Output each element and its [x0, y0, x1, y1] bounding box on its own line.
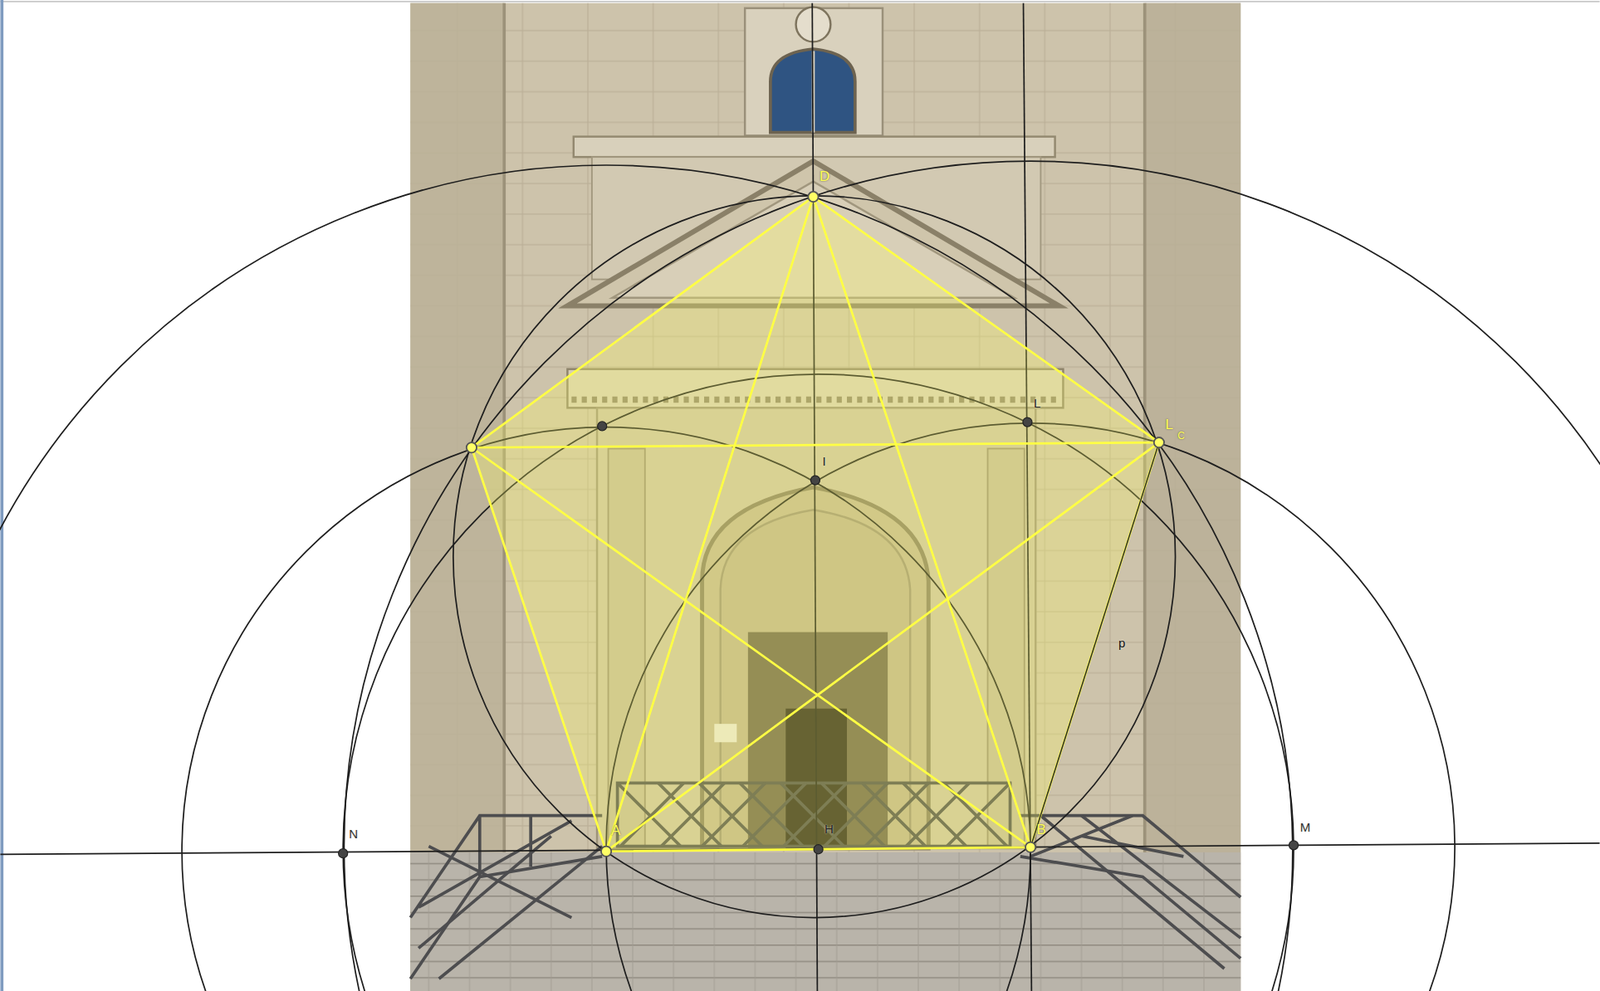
vertex-label: D: [819, 169, 830, 184]
vertex-label: B: [1037, 822, 1047, 837]
point-label: H: [824, 822, 834, 836]
point-label: I: [822, 455, 827, 468]
point-label: N: [348, 827, 358, 841]
subscript-label: C: [1177, 430, 1185, 441]
pentagon-star: [471, 196, 1160, 852]
construction-points: [338, 417, 1299, 859]
construction-lines: [0, 3, 1600, 991]
point-label: L: [1033, 396, 1041, 410]
facade-photo: [410, 3, 1241, 991]
construction-circles: [0, 161, 1600, 991]
pentagon-vertices: [466, 191, 1165, 857]
vertex-label: A: [611, 823, 621, 838]
segment-p: [1030, 442, 1160, 848]
segment-label: p: [1118, 636, 1126, 650]
vertex-label: L: [1165, 417, 1174, 432]
point-label: M: [1300, 821, 1312, 834]
